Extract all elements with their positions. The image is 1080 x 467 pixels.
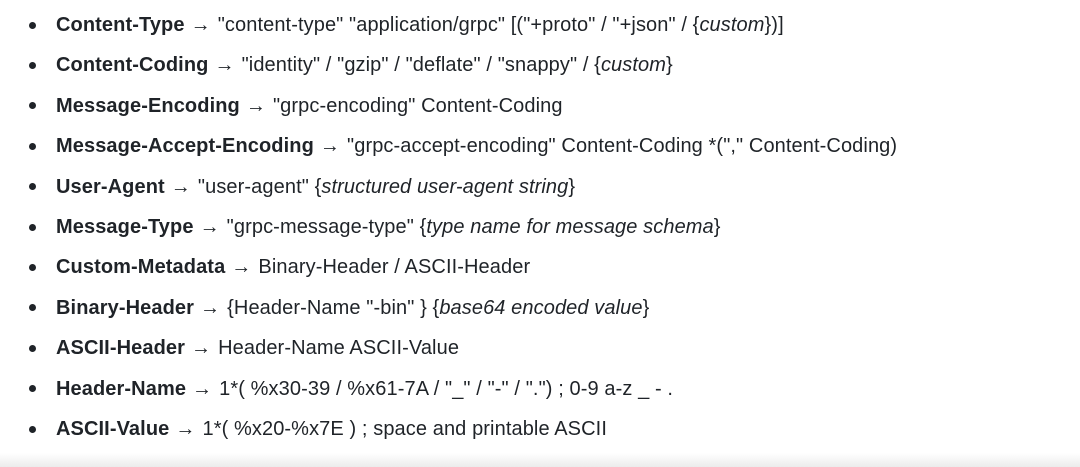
definition-text: "user-agent" {structured user-agent stri… [198,176,575,198]
definition-text: "content-type" "application/grpc" [("+pr… [218,14,784,36]
term-label: User-Agent [56,175,165,198]
definition-list-item: ASCII-Header→ Header-Name ASCII-Value [0,328,1080,368]
bullet-icon [29,102,36,110]
definition-list-item: Header-Name→ 1*( %x30-39 / %x61-7A / "_" … [0,369,1080,409]
definition-list-item: ASCII-Value→ 1*( %x20-%x7E ) ; space and … [0,409,1080,449]
term-label: Content-Type [56,14,185,36]
bullet-icon [29,264,36,272]
bullet-icon [29,142,36,150]
definition-text: "grpc-message-type" {type name for messa… [227,216,721,238]
definition-text: "identity" / "gzip" / "deflate" / "snapp… [242,54,673,76]
definition-part: 1*( %x20-%x7E ) ; space and printable AS… [202,417,607,440]
definition-italic-part: base64 encoded value [439,296,643,319]
bullet-icon [29,425,36,433]
bullet-icon [29,62,36,70]
definition-part: })] [764,14,784,36]
term-label: Message-Accept-Encoding [56,135,314,158]
definition-list-item: Message-Encoding→ "grpc-encoding" Content… [0,86,1080,126]
definition-list-item: Message-Accept-Encoding→ "grpc-accept-enc… [0,126,1080,166]
definition-part: "grpc-encoding" Content-Coding [272,94,563,117]
term-label: Content-Coding [56,54,209,77]
term-label: Binary-Header [56,296,195,319]
page-bottom-fade [0,453,1080,467]
definition-text: {Header-Name "-bin" } {base64 encoded va… [227,297,649,319]
definition-list-item: Custom-Metadata→ Binary-Header / ASCII-He… [0,247,1080,287]
definition-text: 1*( %x20-%x7E ) ; space and printable AS… [202,418,607,440]
arrow-icon: → [170,175,191,198]
definition-part: "grpc-message-type" { [226,215,427,238]
definition-part: 1*( %x30-39 / %x61-7A / "_" / "-" / ".")… [219,377,674,400]
definition-list-item: Binary-Header→ {Header-Name "-bin" } {bas… [0,288,1080,328]
bullet-icon [29,304,36,312]
bullet-icon [29,223,36,231]
arrow-icon: → [200,296,221,319]
definition-part: Binary-Header / ASCII-Header [258,256,531,279]
arrow-icon: → [245,94,266,117]
definition-part: "grpc-accept-encoding" Content-Coding *(… [347,135,898,158]
definition-text: Binary-Header / ASCII-Header [258,256,530,278]
definition-text: "grpc-accept-encoding" Content-Coding *(… [347,135,897,157]
term-label: Header-Name [56,377,187,400]
term-label: Message-Type [56,215,194,238]
bullet-icon [29,21,36,29]
arrow-icon: → [319,135,341,158]
definition-italic-part: custom [699,14,765,36]
term-label: ASCII-Header [56,337,186,360]
bullet-icon [29,183,36,191]
arrow-icon: → [191,337,212,360]
definition-italic-part: structured user-agent string [321,175,569,198]
definition-list-item: Content-Coding→ "identity" / "gzip" / "de… [0,45,1080,85]
definition-list-item: Message-Type→ "grpc-message-type" {type n… [0,207,1080,247]
arrow-icon: → [190,14,211,36]
definition-part: } [666,54,673,77]
definition-part: {Header-Name "-bin" } { [227,296,440,319]
definition-part: } [713,215,721,238]
definition-list-item: User-Agent→ "user-agent" {structured user… [0,167,1080,207]
definition-part: "content-type" "application/grpc" [("+pr… [217,14,700,36]
term-label: ASCII-Value [56,417,170,440]
term-label: Custom-Metadata [56,256,226,279]
grpc-headers-definition-list: Content-Type→"content-type" "application… [0,5,1080,449]
arrow-icon: → [199,215,220,238]
definition-part: } [642,296,650,319]
bullet-icon [29,344,36,352]
definition-part: "identity" / "gzip" / "deflate" / "snapp… [241,54,601,77]
definition-text: 1*( %x30-39 / %x61-7A / "_" / "-" / ".")… [219,378,673,400]
definition-part: } [568,175,576,198]
bullet-icon [29,385,36,393]
definition-text: "grpc-encoding" Content-Coding [273,95,563,117]
arrow-icon: → [175,417,196,440]
arrow-icon: → [231,256,252,279]
definition-italic-part: custom [600,54,667,77]
definition-text: Header-Name ASCII-Value [218,337,459,359]
definition-italic-part: type name for message schema [426,215,714,238]
definition-part: "user-agent" { [197,175,322,198]
definition-list-item: Content-Type→ "content-type" "application… [0,5,1080,45]
arrow-icon: → [214,54,235,77]
arrow-icon: → [192,377,213,400]
definition-part: Header-Name ASCII-Value [218,337,460,360]
term-label: Message-Encoding [56,94,240,117]
